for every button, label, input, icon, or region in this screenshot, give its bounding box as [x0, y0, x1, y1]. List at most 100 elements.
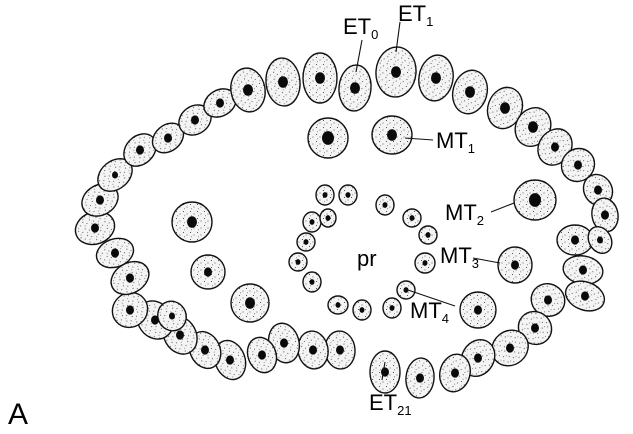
label-mt2: MT2: [445, 200, 484, 228]
cell-nucleus: [304, 239, 309, 245]
cell-nucleus: [296, 259, 301, 265]
cell-nucleus: [315, 72, 325, 84]
label-mt3: MT3: [440, 243, 479, 271]
cell-nucleus: [322, 131, 334, 145]
cell-nucleus: [416, 373, 424, 382]
cell-nucleus: [204, 267, 212, 276]
svg-text:ET0: ET0: [343, 14, 378, 42]
cell-nucleus: [126, 273, 134, 282]
central-cell: [303, 212, 321, 232]
outer-cell-et21: [370, 351, 400, 393]
cell-nucleus: [465, 86, 475, 98]
central-cell: [316, 185, 334, 205]
outer-cell-et1: [374, 45, 418, 98]
cell-nucleus: [426, 232, 431, 238]
cell-nucleus: [500, 102, 510, 114]
cell-nucleus: [551, 142, 559, 151]
center-label-pr: pr: [357, 246, 377, 271]
cell-nucleus: [136, 145, 144, 154]
cell-nucleus: [383, 202, 388, 208]
central-cell: [353, 300, 371, 320]
cell-nucleus: [423, 260, 428, 266]
outer-cell: [415, 52, 456, 103]
cell-nucleus: [126, 305, 134, 314]
outer-cell: [295, 329, 331, 372]
cell-nucleus: [594, 185, 602, 194]
cell-nucleus: [597, 237, 603, 244]
cell-nucleus: [390, 305, 395, 311]
central-cell: [297, 233, 315, 251]
cell-nucleus: [309, 345, 317, 354]
cell-nucleus: [96, 195, 104, 204]
cell-nucleus: [387, 129, 397, 141]
label-et21: ET21: [369, 390, 412, 418]
cell-nucleus: [474, 353, 482, 362]
cell-nucleus: [529, 193, 541, 207]
outer-cell: [561, 276, 608, 316]
label-mt1: MT1: [436, 128, 475, 156]
cell-nucleus: [336, 345, 344, 354]
central-cell: [415, 253, 435, 273]
central-cell: [419, 226, 437, 244]
inner-cell-mt1: [372, 116, 412, 154]
cell-nucleus: [187, 216, 197, 228]
cell-nucleus: [391, 66, 401, 78]
cell-nucleus: [191, 115, 199, 124]
outer-cell: [557, 225, 593, 255]
cell-nucleus: [544, 295, 552, 304]
outer-cell: [303, 53, 337, 103]
cell-nucleus: [278, 76, 288, 88]
cell-nucleus: [579, 265, 587, 274]
cell-nucleus: [346, 192, 351, 198]
cell-nucleus: [381, 367, 389, 376]
cell-nucleus: [201, 345, 209, 354]
inner-cell: [308, 118, 348, 158]
central-cell: [320, 209, 336, 227]
central-cell: [328, 296, 348, 314]
cell-nucleus: [226, 355, 234, 364]
cell-nucleus: [176, 330, 184, 339]
label-et1: ET1: [398, 1, 433, 29]
inner-cell-mt2: [514, 180, 556, 220]
panel-letter: A: [8, 398, 28, 431]
cell-nucleus: [323, 192, 328, 198]
central-cell: [376, 195, 394, 215]
central-cell: [403, 209, 421, 227]
cell-nucleus: [581, 291, 589, 300]
outer-cell: [404, 357, 435, 399]
cell-nucleus: [511, 260, 519, 269]
cell-nucleus: [245, 297, 255, 309]
inner-cell-mt4: [460, 292, 496, 328]
cell-nucleus: [360, 307, 365, 313]
outer-cell-et0: [337, 64, 373, 113]
cell-nucleus: [506, 343, 514, 352]
cell-nucleus: [243, 84, 253, 96]
svg-text:MT3: MT3: [440, 243, 479, 271]
cell-nucleus: [310, 279, 315, 285]
svg-text:ET1: ET1: [398, 1, 433, 29]
central-cell: [289, 253, 307, 271]
central-cell: [397, 281, 415, 299]
cell-nucleus: [601, 210, 609, 219]
central-cell: [383, 298, 401, 318]
cell-nucleus: [531, 323, 539, 332]
cell-nucleus: [258, 350, 266, 359]
cell-nucleus: [216, 98, 224, 107]
cell-nucleus: [574, 160, 582, 169]
central-cell: [339, 185, 357, 205]
svg-text:ET21: ET21: [369, 390, 412, 418]
cell-nucleus: [112, 172, 118, 179]
cell-nucleus: [410, 215, 415, 221]
cell-nucleus: [91, 223, 99, 232]
cell-nucleus: [350, 82, 360, 94]
cell-nucleus: [169, 313, 175, 320]
cell-nucleus: [571, 235, 579, 244]
cell-nucleus: [528, 121, 538, 133]
outer-cell: [448, 66, 492, 117]
cell-nucleus: [451, 368, 459, 377]
inner-cell: [191, 255, 225, 289]
cell-nucleus: [474, 305, 482, 314]
cell-nucleus: [111, 248, 119, 257]
cell-nucleus: [280, 338, 288, 347]
